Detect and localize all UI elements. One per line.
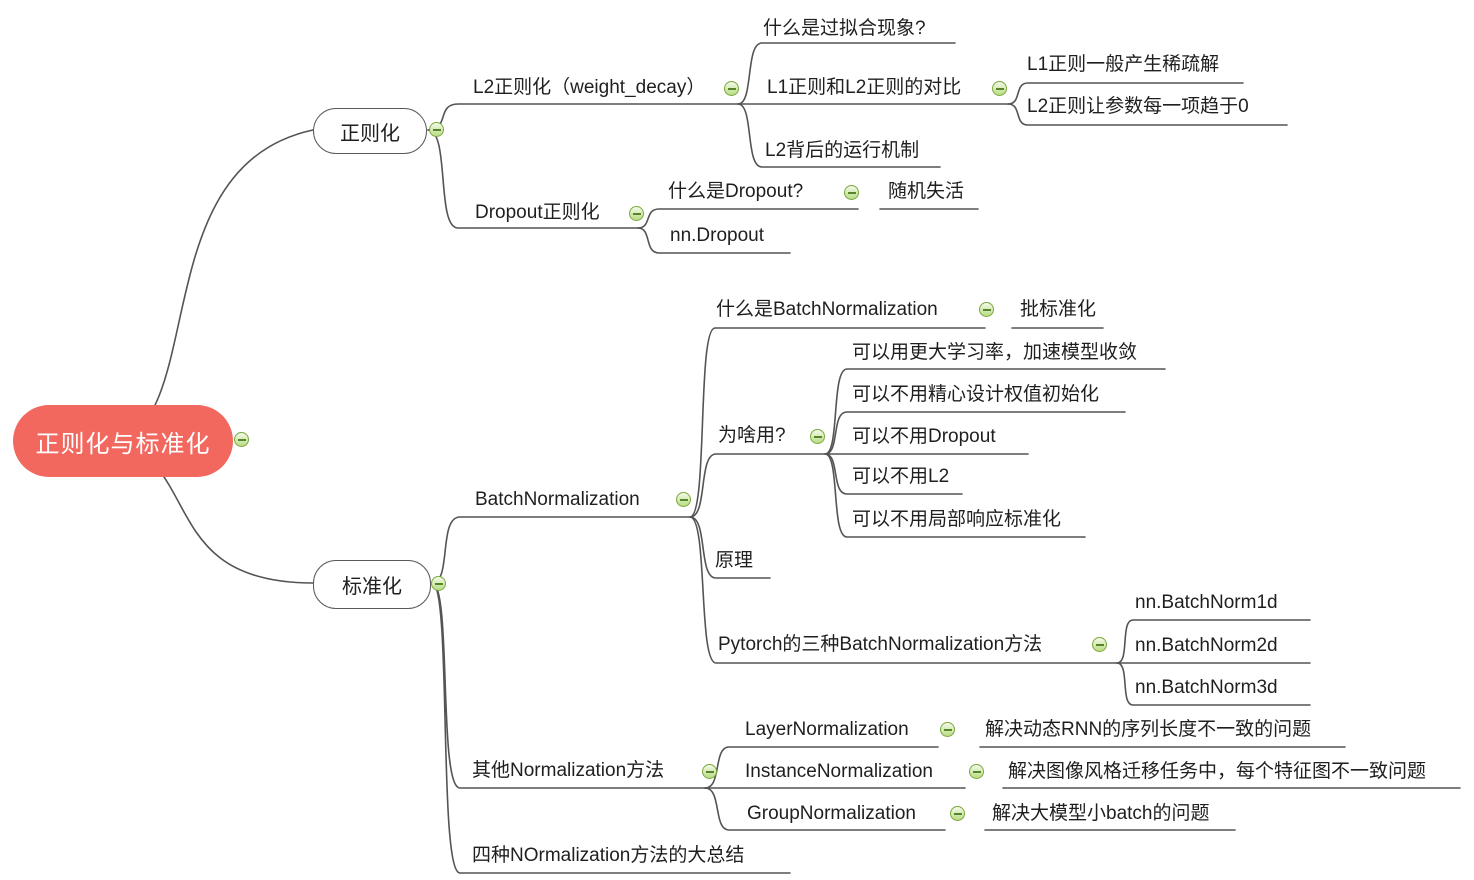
connector — [824, 368, 1166, 455]
connector — [689, 453, 826, 518]
topic-instancenorm[interactable]: InstanceNormalization — [745, 761, 933, 782]
connector — [637, 208, 859, 229]
topic-l1-vs-l2[interactable]: L1正则和L2正则的对比 — [767, 77, 962, 98]
topic-why-use[interactable]: 为啥用? — [718, 425, 786, 446]
connector — [824, 453, 963, 495]
topic-root[interactable]: 正则化与标准化 — [13, 405, 233, 477]
topic-nn-dropout[interactable]: nn.Dropout — [670, 225, 765, 246]
topic-other-normalization[interactable]: 其他Normalization方法 — [472, 760, 665, 781]
collapse-icon[interactable] — [810, 429, 825, 444]
collapse-icon[interactable] — [1092, 637, 1107, 652]
topic-what-is-batchnorm[interactable]: 什么是BatchNormalization — [716, 299, 938, 320]
topic-layernorm-note[interactable]: 解决动态RNN的序列长度不一致的问题 — [985, 719, 1312, 740]
connector — [427, 103, 739, 131]
topic-nn-batchnorm3d[interactable]: nn.BatchNorm3d — [1135, 677, 1278, 698]
connector — [704, 787, 946, 831]
collapse-icon[interactable] — [979, 302, 994, 317]
collapse-icon[interactable] — [992, 81, 1007, 96]
topic-pytorch-three-batchnorm[interactable]: Pytorch的三种BatchNormalization方法 — [718, 634, 1043, 655]
connector — [431, 516, 691, 584]
connector — [689, 327, 986, 518]
topic-batchnormalization[interactable]: BatchNormalization — [475, 489, 640, 510]
collapse-icon[interactable] — [629, 206, 644, 221]
connector — [824, 411, 1126, 455]
topic-groupnorm[interactable]: GroupNormalization — [747, 803, 916, 824]
connector — [431, 582, 706, 789]
collapse-icon[interactable] — [969, 764, 984, 779]
topic-why-no-dropout[interactable]: 可以不用Dropout — [852, 426, 996, 447]
connector — [737, 103, 941, 168]
connector — [689, 516, 1118, 664]
connector — [737, 42, 956, 105]
connector — [637, 227, 791, 254]
connector — [689, 516, 771, 579]
topic-principle[interactable]: 原理 — [715, 550, 754, 571]
topic-instancenorm-note[interactable]: 解决图像风格迁移任务中，每个特征图不一致问题 — [1008, 761, 1427, 782]
connector — [1007, 82, 1244, 105]
topic-nn-batchnorm1d[interactable]: nn.BatchNorm1d — [1135, 592, 1278, 613]
collapse-icon[interactable] — [431, 576, 446, 591]
topic-l2-mechanism[interactable]: L2背后的运行机制 — [765, 140, 920, 161]
topic-why-larger-lr[interactable]: 可以用更大学习率，加速模型收敛 — [852, 342, 1138, 363]
topic-groupnorm-note[interactable]: 解决大模型小batch的问题 — [992, 803, 1210, 824]
topic-what-is-dropout[interactable]: 什么是Dropout? — [668, 181, 804, 202]
collapse-icon[interactable] — [429, 122, 444, 137]
topic-what-is-overfitting[interactable]: 什么是过拟合现象? — [763, 18, 926, 39]
connector — [824, 453, 1086, 538]
topic-nn-batchnorm2d[interactable]: nn.BatchNorm2d — [1135, 635, 1278, 656]
collapse-icon[interactable] — [844, 185, 859, 200]
topic-dropout-regularization[interactable]: Dropout正则化 — [475, 202, 600, 223]
topic-normalization[interactable]: 标准化 — [313, 560, 431, 609]
connector — [1116, 662, 1311, 706]
connector — [431, 582, 791, 874]
topic-l2-regularization[interactable]: L2正则化（weight_decay） — [473, 77, 706, 98]
connector — [704, 746, 939, 789]
collapse-icon[interactable] — [724, 81, 739, 96]
connector — [122, 129, 314, 442]
topic-why-no-lrn[interactable]: 可以不用局部响应标准化 — [852, 509, 1062, 530]
topic-why-no-careful-init[interactable]: 可以不用精心设计权值初始化 — [852, 384, 1100, 405]
topic-l1-sparse-solution[interactable]: L1正则一般产生稀疏解 — [1027, 54, 1220, 75]
topic-why-no-l2[interactable]: 可以不用L2 — [852, 466, 950, 487]
topic-layernorm[interactable]: LayerNormalization — [745, 719, 909, 740]
collapse-icon[interactable] — [950, 806, 965, 821]
collapse-icon[interactable] — [676, 492, 691, 507]
connector — [1007, 103, 1288, 126]
topic-regularization[interactable]: 正则化 — [313, 108, 427, 154]
topic-four-normalization-summary[interactable]: 四种NOrmalization方法的大总结 — [472, 845, 745, 866]
topic-batch-standardization[interactable]: 批标准化 — [1020, 299, 1097, 320]
connector — [1116, 619, 1311, 664]
collapse-icon[interactable] — [702, 764, 717, 779]
collapse-icon[interactable] — [940, 722, 955, 737]
topic-l2-shrink-to-zero[interactable]: L2正则让参数每一项趋于0 — [1027, 96, 1249, 117]
topic-random-deactivation[interactable]: 随机失活 — [888, 181, 965, 202]
collapse-icon[interactable] — [234, 432, 249, 447]
